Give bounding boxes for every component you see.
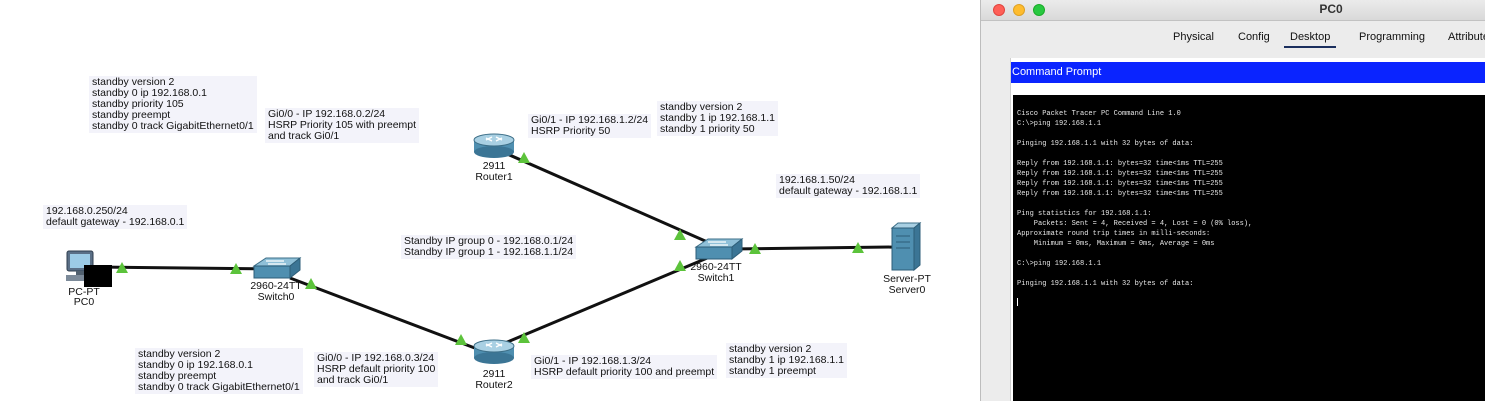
link-router1-switch1[interactable] <box>504 151 713 246</box>
router1-model-label: 2911 <box>482 160 506 172</box>
link-switch0-router2[interactable] <box>289 276 481 352</box>
router-icon <box>473 133 515 158</box>
link-status-icon <box>518 152 530 163</box>
note-router2-gi00: Gi0/0 - IP 192.168.0.3/24 HSRP default p… <box>314 352 439 387</box>
router2-device[interactable] <box>472 337 518 365</box>
link-status-icon <box>305 278 317 289</box>
tab-attributes[interactable]: Attributes <box>1448 31 1485 43</box>
switch1-model-label: 2960-24TT <box>690 261 742 273</box>
command-prompt-console[interactable]: Cisco Packet Tracer PC Command Line 1.0 … <box>1013 95 1485 401</box>
link-status-icon <box>518 332 530 343</box>
pc0-device[interactable] <box>62 248 114 288</box>
server0-model-label: Server-PT <box>883 273 931 285</box>
topology-links <box>99 151 896 352</box>
note-router1-standby-config: standby version 2 standby 0 ip 192.168.0… <box>89 76 257 133</box>
minimize-icon[interactable] <box>1013 4 1025 16</box>
tab-desktop[interactable]: Desktop <box>1284 31 1337 48</box>
switch-icon <box>252 256 302 280</box>
switch1-device[interactable] <box>692 237 744 263</box>
pc-icon <box>66 250 112 287</box>
link-status-icon <box>116 262 128 273</box>
server0-device[interactable] <box>890 221 922 272</box>
switch1-name-label: Switch1 <box>697 272 735 284</box>
note-router2-gi01: Gi0/1 - IP 192.168.1.3/24 HSRP default p… <box>531 355 718 379</box>
pc0-window: PC0 Physical Config Desktop Programming … <box>980 0 1485 401</box>
link-status-icon <box>455 334 467 345</box>
note-pc0-ip: 192.168.0.250/24 default gateway - 192.1… <box>43 205 188 229</box>
note-server0-ip: 192.168.1.50/24 default gateway - 192.16… <box>776 174 921 198</box>
window-title: PC0 <box>1319 2 1343 16</box>
link-pc0-switch0[interactable] <box>99 265 273 271</box>
note-router2-standby-config: standby version 2 standby 0 ip 192.168.0… <box>135 348 303 394</box>
note-router2-standby1: standby version 2 standby 1 ip 192.168.1… <box>726 343 848 378</box>
server-icon <box>890 221 922 272</box>
router-icon <box>473 339 515 364</box>
link-status-icon <box>674 260 686 271</box>
server0-name-label: Server0 <box>888 284 926 296</box>
link-status-icon <box>230 263 242 274</box>
console-output: Cisco Packet Tracer PC Command Line 1.0 … <box>1017 110 1253 288</box>
command-prompt-header: Command Prompt <box>1011 62 1485 83</box>
pc0-model-label: PC-PT <box>68 286 100 298</box>
pc0-name-label: PC0 <box>73 296 95 308</box>
switch0-name-label: Switch0 <box>257 291 295 303</box>
switch0-model-label: 2960-24TT <box>250 280 302 292</box>
switch0-device[interactable] <box>250 256 302 282</box>
tab-programming[interactable]: Programming <box>1359 31 1426 43</box>
link-status-icon <box>749 243 761 254</box>
switch-icon <box>694 237 744 261</box>
link-status-icon <box>674 229 686 240</box>
window-titlebar[interactable]: PC0 <box>981 0 1485 21</box>
tab-physical[interactable]: Physical <box>1173 31 1214 43</box>
note-router1-standby1: standby version 2 standby 1 ip 192.168.1… <box>657 101 779 136</box>
tab-config[interactable]: Config <box>1238 31 1270 43</box>
console-cursor <box>1017 298 1018 306</box>
desktop-panel: Command Prompt Cisco Packet Tracer PC Co… <box>1010 58 1485 401</box>
note-router1-gi00: Gi0/0 - IP 192.168.0.2/24 HSRP Priority … <box>265 108 420 143</box>
router2-name-label: Router2 <box>475 379 513 391</box>
close-icon[interactable] <box>993 4 1005 16</box>
router1-device[interactable] <box>472 131 518 159</box>
note-router1-gi01: Gi0/1 - IP 192.168.1.2/24 HSRP Priority … <box>528 114 652 138</box>
topology-canvas[interactable]: PC-PT PC0 2960-24TT Switch0 2911 Router1… <box>0 0 980 401</box>
maximize-icon[interactable] <box>1033 4 1045 16</box>
router1-name-label: Router1 <box>475 171 513 183</box>
link-status-icon <box>852 242 864 253</box>
router2-model-label: 2911 <box>482 368 506 380</box>
tab-bar: Physical Config Desktop Programming Attr… <box>981 26 1485 50</box>
note-standby-groups: Standby IP group 0 - 192.168.0.1/24 Stan… <box>401 235 577 259</box>
